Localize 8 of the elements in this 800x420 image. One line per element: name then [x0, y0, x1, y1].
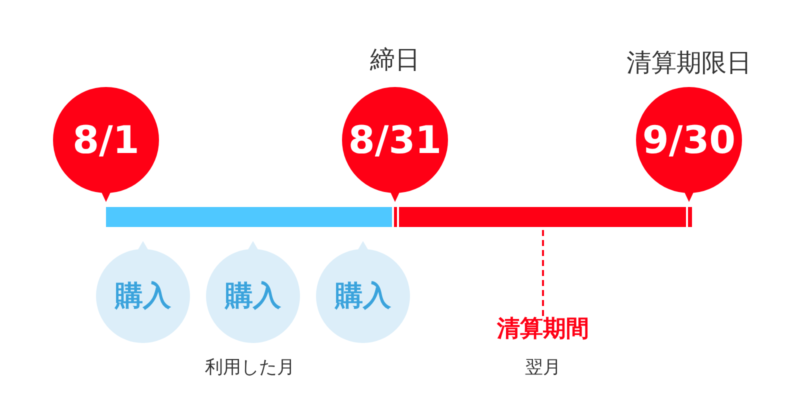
period-label: 清算期間 — [497, 316, 589, 344]
date-heading: 締日 — [370, 45, 420, 75]
leader-line — [542, 227, 544, 316]
caption-text: 翌月 — [525, 357, 561, 379]
caption-text: 利用した月 — [205, 357, 295, 379]
timeline-bar — [394, 207, 692, 227]
date-heading: 清算期限日 — [626, 48, 752, 78]
timeline-bar — [106, 207, 392, 227]
